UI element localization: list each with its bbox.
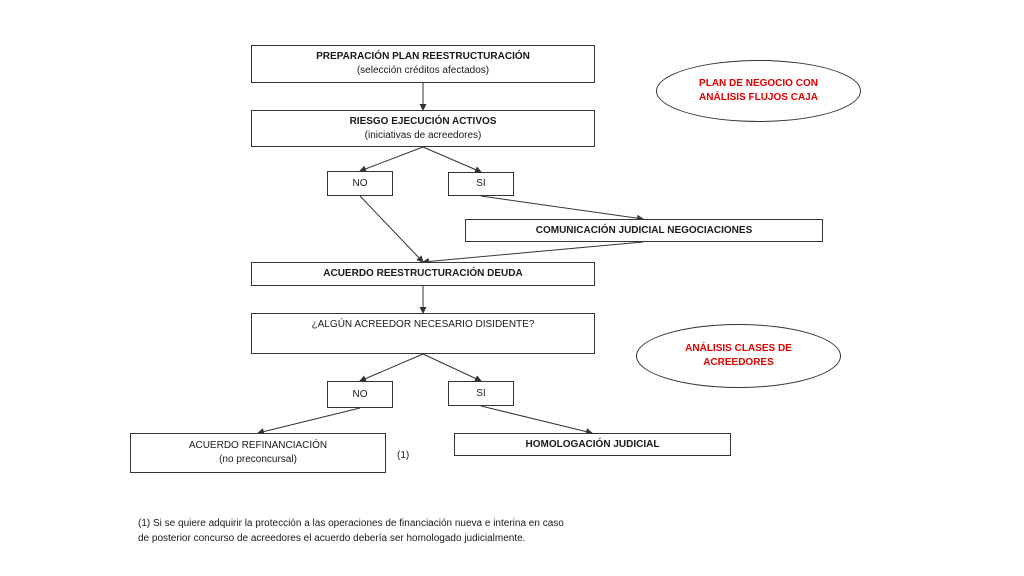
arrow-riesgo-no bbox=[359, 146, 424, 173]
ellipse-clases-line2: ACREEDORES bbox=[703, 357, 774, 368]
box-refinanciacion-subtitle: (no preconcursal) bbox=[219, 454, 297, 465]
ellipse-plan-line2: ANÁLISIS FLUJOS CAJA bbox=[699, 92, 818, 103]
footnote-line-2: de posterior concurso de acreedores el a… bbox=[138, 533, 526, 544]
box-si-1: SI bbox=[448, 172, 514, 196]
box-refinanciacion-title: ACUERDO REFINANCIACIÓN bbox=[188, 440, 328, 451]
box-riesgo-ejecucion: RIESGO EJECUCIÓN ACTIVOS (iniciativas de… bbox=[251, 110, 595, 147]
arrow-no-refinanciacion bbox=[257, 407, 361, 435]
arrow-comunicacion-acuerdo bbox=[422, 241, 644, 265]
box-acuerdo-reestructuracion: ACUERDO REESTRUCTURACIÓN DEUDA bbox=[251, 262, 595, 286]
ellipse-plan-negocio: PLAN DE NEGOCIO CON ANÁLISIS FLUJOS CAJA bbox=[656, 60, 861, 122]
box-preparacion-subtitle: (selección créditos afectados) bbox=[356, 65, 490, 76]
box-riesgo-title: RIESGO EJECUCIÓN ACTIVOS bbox=[349, 115, 497, 127]
box-homologacion-label: HOMOLOGACIÓN JUDICIAL bbox=[525, 438, 660, 450]
box-si-1-label: SI bbox=[476, 178, 486, 189]
box-no-2: NO bbox=[327, 381, 393, 408]
arrow-riesgo-si bbox=[422, 146, 482, 173]
footnote-reference: (1) bbox=[397, 450, 410, 461]
box-preparacion-plan: PREPARACIÓN PLAN REESTRUCTURACIÓN (selec… bbox=[251, 45, 595, 83]
arrow-pregunta-no bbox=[359, 353, 424, 382]
box-no-1-label: NO bbox=[352, 177, 368, 189]
arrow-no-acuerdo bbox=[359, 195, 424, 263]
ellipse-analisis-clases: ANÁLISIS CLASES DE ACREEDORES bbox=[636, 324, 841, 388]
box-si-2: SI bbox=[448, 381, 514, 406]
arrow-si-comunicacion bbox=[480, 195, 644, 222]
box-no-1: NO bbox=[327, 171, 393, 196]
ellipse-plan-line1: PLAN DE NEGOCIO CON bbox=[699, 78, 818, 89]
box-homologacion-judicial: HOMOLOGACIÓN JUDICIAL bbox=[454, 433, 731, 456]
box-acuerdo-label: ACUERDO REESTRUCTURACIÓN DEUDA bbox=[323, 268, 523, 279]
ellipse-clases-line1: ANÁLISIS CLASES DE bbox=[685, 343, 792, 354]
box-acreedor-disidente: ¿ALGÚN ACREEDOR NECESARIO DISIDENTE? bbox=[251, 313, 595, 354]
footnote-line-1: (1) Si se quiere adquirir la protección … bbox=[138, 518, 564, 529]
box-no-2-label: NO bbox=[352, 388, 368, 400]
arrow-pregunta-si bbox=[422, 353, 482, 382]
box-acuerdo-refinanciacion: ACUERDO REFINANCIACIÓN (no preconcursal) bbox=[130, 433, 386, 473]
footnote-text: (1) Si se quiere adquirir la protección … bbox=[138, 516, 564, 546]
box-si-2-label: SI bbox=[476, 387, 486, 399]
box-preparacion-title: PREPARACIÓN PLAN REESTRUCTURACIÓN bbox=[316, 51, 530, 62]
arrow-si-homologacion bbox=[480, 405, 593, 435]
box-riesgo-subtitle: (iniciativas de acreedores) bbox=[364, 129, 482, 141]
box-comunicacion-judicial: COMUNICACIÓN JUDICIAL NEGOCIACIONES bbox=[465, 219, 823, 242]
box-comunicacion-label: COMUNICACIÓN JUDICIAL NEGOCIACIONES bbox=[535, 224, 753, 236]
box-pregunta-label: ¿ALGÚN ACREEDOR NECESARIO DISIDENTE? bbox=[311, 319, 535, 330]
